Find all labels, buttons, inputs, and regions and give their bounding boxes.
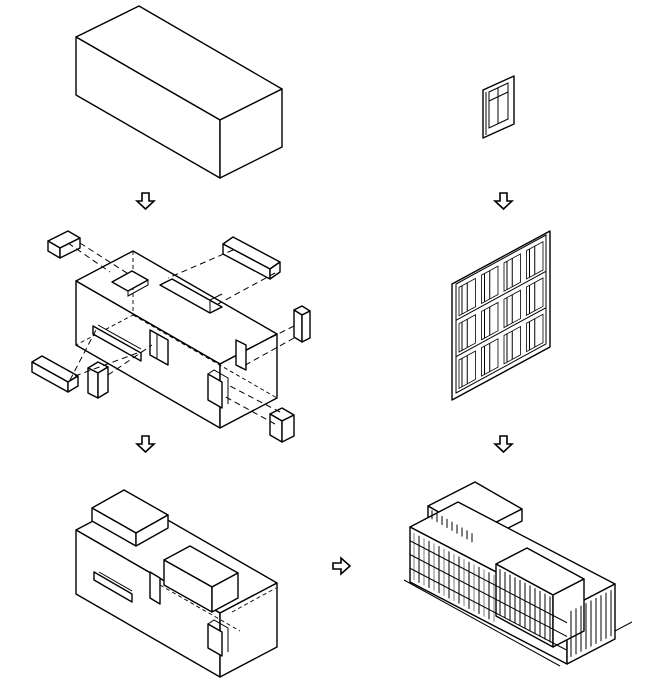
floating-volume-c bbox=[31, 355, 79, 393]
massing-block bbox=[75, 5, 283, 179]
final-building bbox=[403, 481, 633, 667]
building-floor-line bbox=[409, 554, 568, 637]
exploded-block-with-volumes bbox=[31, 230, 311, 443]
window-module bbox=[482, 75, 515, 139]
floating-volume-a bbox=[47, 230, 81, 259]
building-floor-line bbox=[409, 540, 568, 624]
building-floor-line bbox=[409, 567, 568, 651]
arrow-down-left-1 bbox=[134, 192, 157, 211]
arrow-down-right-1 bbox=[492, 192, 515, 211]
carved-massing bbox=[75, 489, 278, 678]
facade-floor-line bbox=[455, 270, 547, 321]
floating-volume-d bbox=[87, 361, 109, 399]
arrow-right-merge bbox=[332, 556, 352, 576]
arrow-down-left-2 bbox=[134, 435, 157, 454]
floating-volume-e bbox=[293, 305, 311, 343]
floating-volume-b bbox=[222, 236, 281, 280]
facade-floor-line bbox=[455, 307, 547, 358]
arrow-down-right-2 bbox=[492, 435, 515, 454]
facade-grid bbox=[451, 230, 551, 401]
floating-volume-f bbox=[269, 407, 295, 443]
